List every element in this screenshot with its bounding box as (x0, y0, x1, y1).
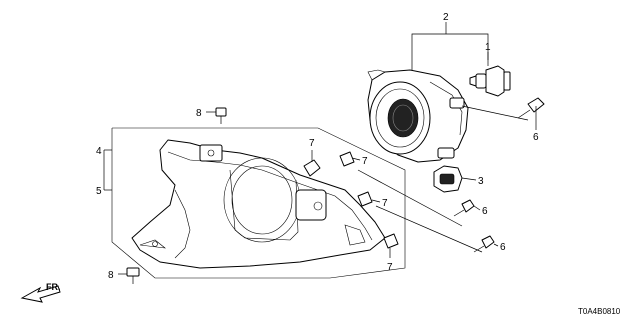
label-bulb: 1 (485, 42, 491, 53)
front-direction-label: FR. (46, 282, 61, 292)
foglight-bracket-drawing (131, 139, 386, 269)
label-clip-right: 7 (382, 198, 388, 209)
screw-middle-drawing (453, 199, 475, 217)
screw-upper-drawing (517, 97, 545, 119)
front-direction-arrow: FR. (20, 282, 61, 303)
leader-lines (103, 22, 537, 275)
label-screw-lower: 6 (500, 242, 506, 253)
label-bolt-lower: 8 (108, 270, 114, 281)
clip-top-left-drawing (303, 159, 321, 177)
label-clip-top-left: 7 (309, 138, 315, 149)
label-bolt-upper: 8 (196, 108, 202, 119)
screw-lower-drawing (473, 235, 495, 253)
part-labels: 2 1 6 3 6 6 7 7 7 7 8 8 4 5 (96, 12, 539, 281)
label-bracket-b: 5 (96, 186, 102, 197)
foglight-assembly-drawing (367, 69, 469, 163)
bolt-upper-drawing (215, 107, 227, 124)
clip-right-drawing (357, 191, 373, 207)
bracket-frame (111, 127, 406, 279)
label-foglight-assembly: 2 (443, 12, 449, 23)
clip-bottom-drawing (383, 233, 399, 249)
label-screw-upper: 6 (533, 132, 539, 143)
clip-top-right-drawing (339, 151, 355, 167)
socket-drawing (433, 165, 463, 193)
label-clip-bottom: 7 (387, 262, 393, 273)
label-screw-middle: 6 (482, 206, 488, 217)
label-socket: 3 (478, 176, 484, 187)
bulb-drawing (469, 65, 511, 97)
label-bracket-a: 4 (96, 146, 102, 157)
drawing-code: T0A4B0810 (578, 307, 621, 316)
label-clip-top-right: 7 (362, 156, 368, 167)
bolt-lower-drawing (126, 267, 140, 284)
